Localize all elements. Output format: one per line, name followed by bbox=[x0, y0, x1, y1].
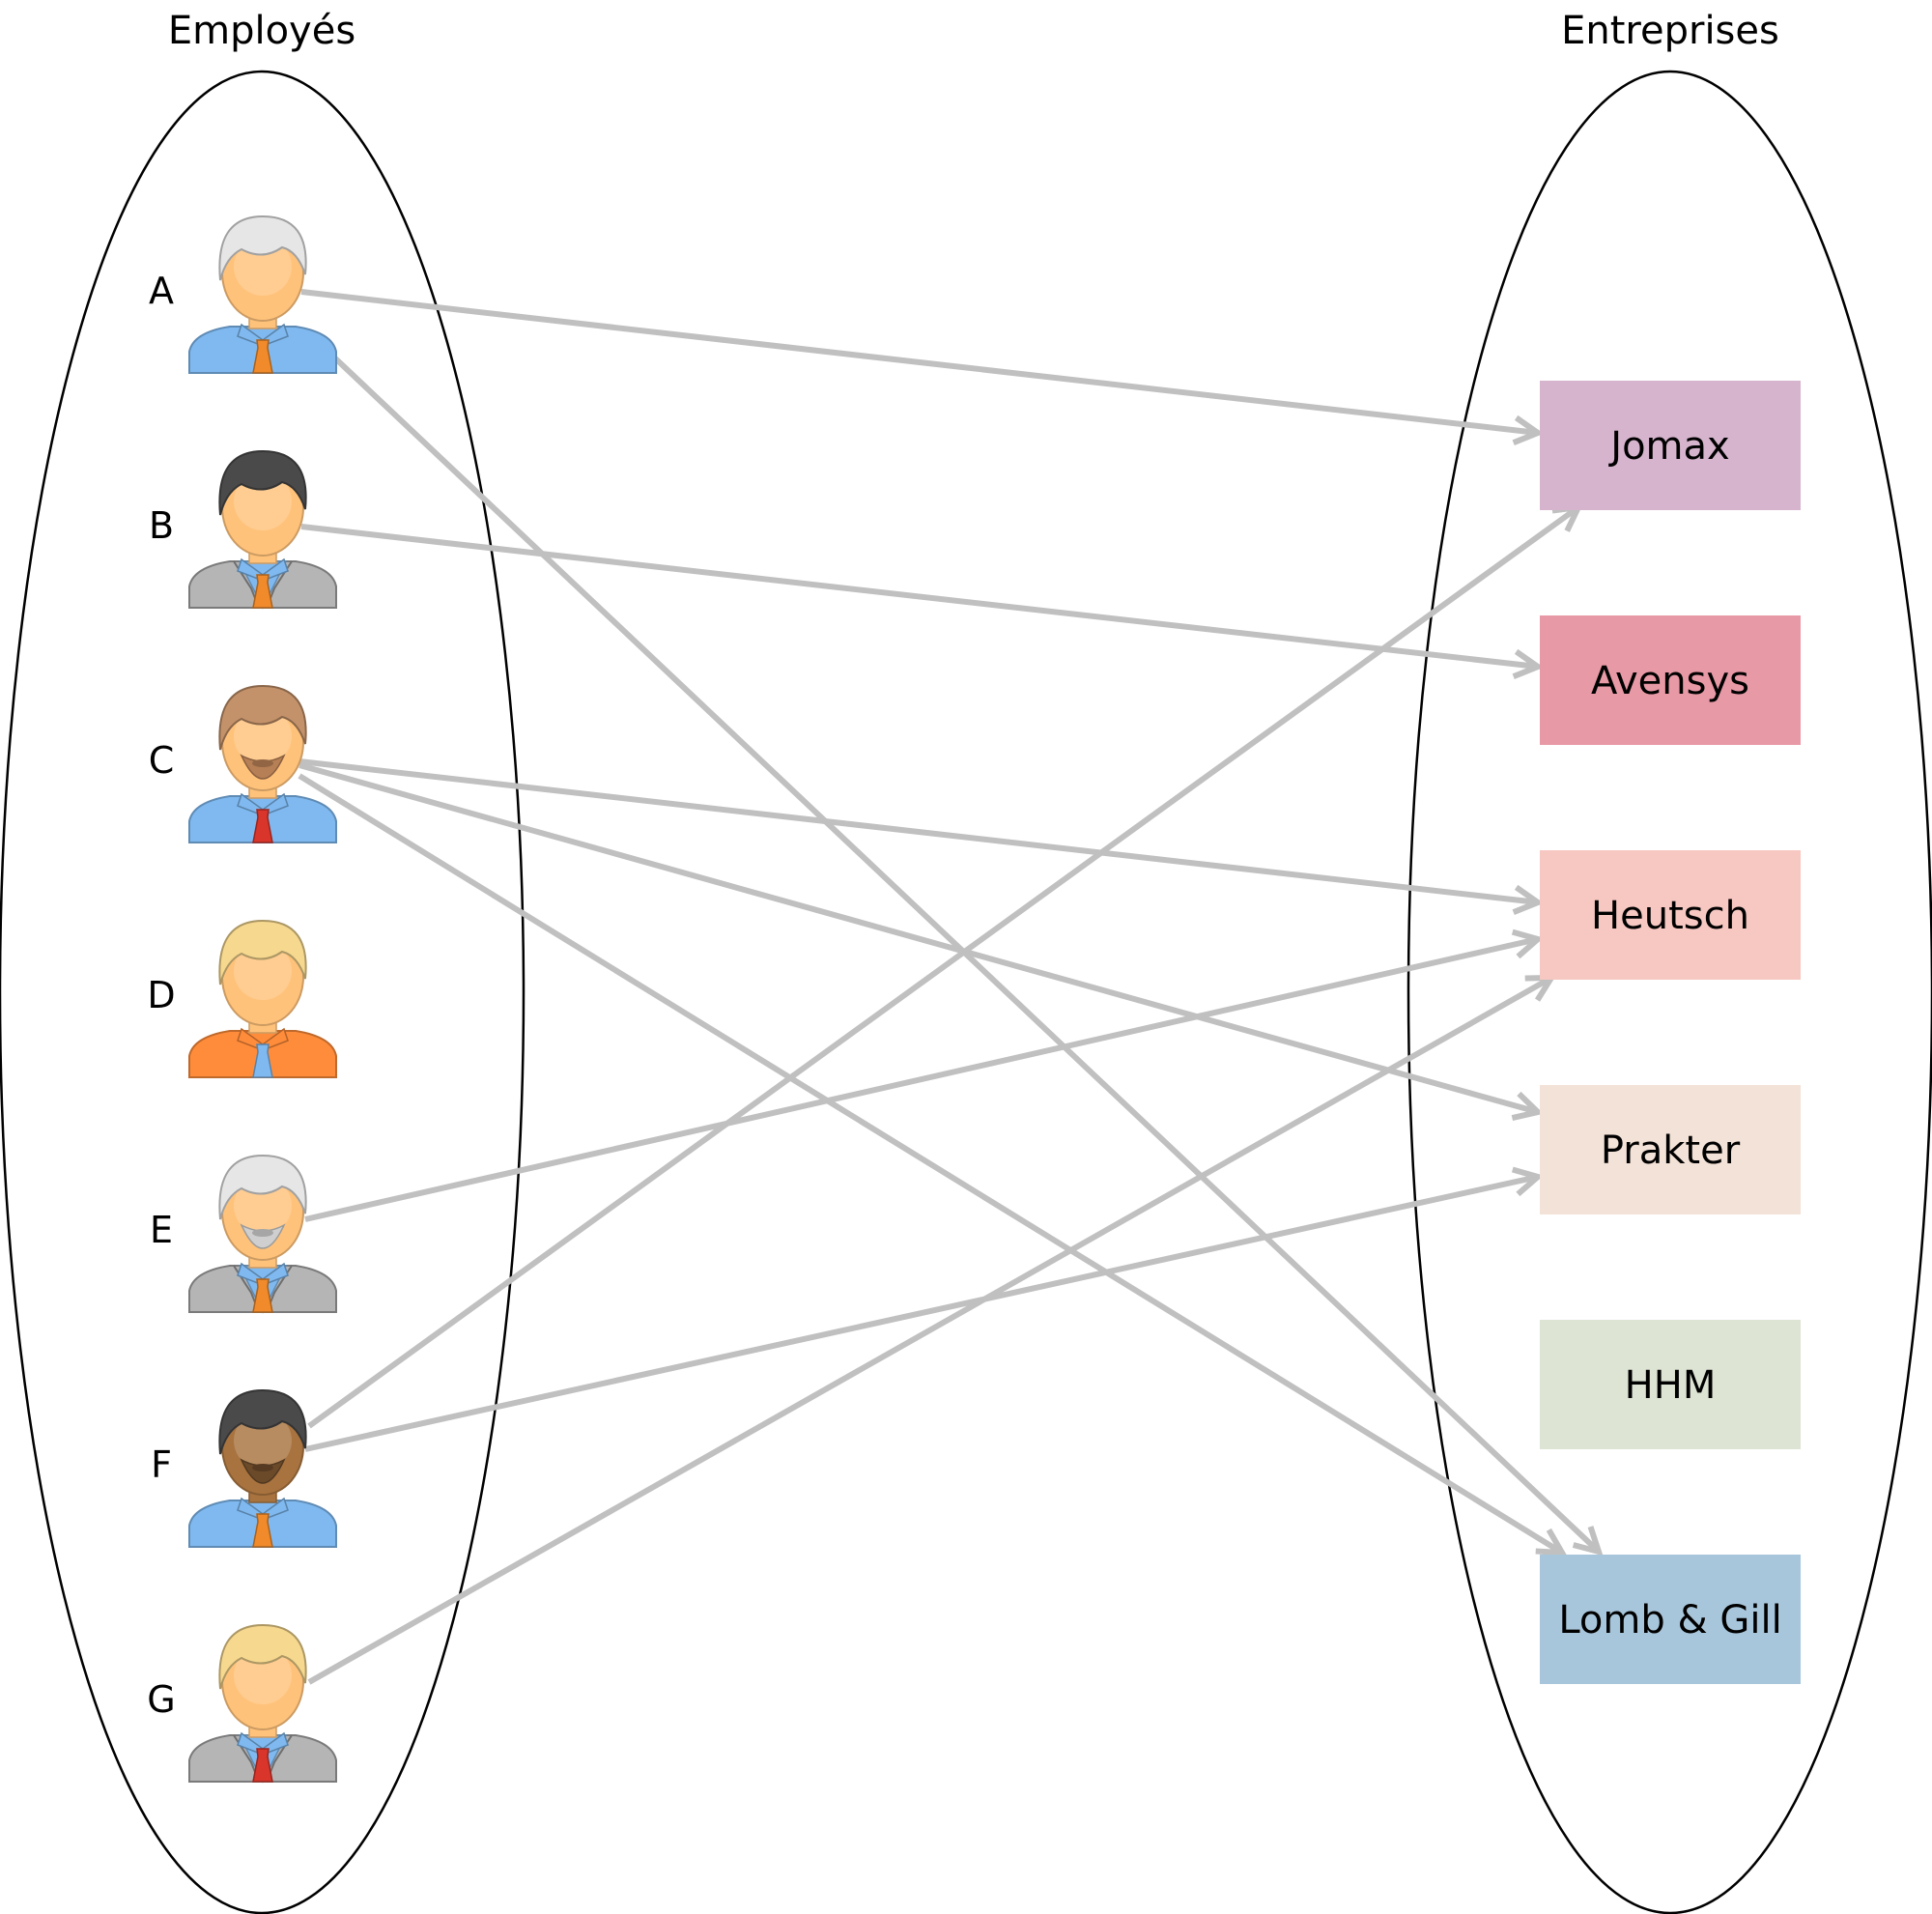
link-b-to-avensys bbox=[300, 524, 1545, 679]
link-line bbox=[298, 762, 1539, 1115]
companies-set-title: Entreprises bbox=[1561, 9, 1779, 53]
company-label: Lomb & Gill bbox=[1558, 1598, 1781, 1643]
link-line bbox=[300, 524, 1539, 670]
company-box bbox=[1540, 850, 1801, 980]
company-box bbox=[1540, 1320, 1801, 1449]
company-box bbox=[1540, 381, 1801, 510]
link-c-to-heutsch bbox=[298, 758, 1545, 915]
company-prakter: Prakter bbox=[1540, 1085, 1801, 1214]
person-avatar-icon bbox=[188, 684, 337, 843]
company-box bbox=[1540, 615, 1801, 745]
links-layer bbox=[298, 289, 1604, 1685]
employee-label: C bbox=[149, 739, 175, 782]
company-hhm: HHM bbox=[1540, 1320, 1801, 1449]
companies-set-ellipse bbox=[1406, 71, 1932, 1914]
employee-label: F bbox=[151, 1443, 172, 1486]
employee-a: A bbox=[149, 214, 337, 374]
employees-set-ellipse bbox=[0, 71, 526, 1914]
company-label: HHM bbox=[1625, 1363, 1717, 1408]
link-e-to-heutsch bbox=[304, 928, 1545, 1222]
company-box bbox=[1540, 1085, 1801, 1214]
employee-label: E bbox=[150, 1209, 173, 1251]
person-avatar-icon bbox=[188, 1388, 337, 1548]
arrowhead-icon bbox=[1512, 884, 1545, 915]
employee-e: E bbox=[150, 1154, 337, 1314]
company-label: Heutsch bbox=[1591, 894, 1749, 938]
arrowhead-icon bbox=[1512, 648, 1545, 679]
person-avatar-icon bbox=[188, 919, 337, 1078]
arrowhead-icon bbox=[1511, 1166, 1545, 1197]
employee-g: G bbox=[147, 1623, 337, 1784]
company-label: Prakter bbox=[1601, 1128, 1741, 1173]
link-c-to-lomb-gill bbox=[298, 773, 1568, 1557]
employee-c: C bbox=[149, 684, 337, 843]
employee-b: B bbox=[149, 449, 337, 610]
employee-label: A bbox=[149, 270, 174, 312]
link-line bbox=[298, 773, 1564, 1556]
person-avatar-icon bbox=[188, 1154, 337, 1314]
employee-d: D bbox=[147, 919, 337, 1078]
link-line bbox=[307, 504, 1580, 1429]
link-line bbox=[307, 975, 1553, 1685]
company-avensys: Avensys bbox=[1540, 615, 1801, 745]
arrowhead-icon bbox=[1512, 414, 1545, 445]
link-c-to-prakter bbox=[298, 762, 1545, 1121]
link-a-to-jomax bbox=[300, 289, 1545, 445]
link-line bbox=[304, 1174, 1539, 1452]
company-label: Avensys bbox=[1591, 659, 1749, 703]
company-jomax: Jomax bbox=[1540, 381, 1801, 510]
company-label: Jomax bbox=[1607, 424, 1729, 469]
arrowhead-icon bbox=[1511, 1091, 1545, 1121]
company-lomb-gill: Lomb & Gill bbox=[1540, 1555, 1801, 1684]
company-box bbox=[1540, 1555, 1801, 1684]
employee-f: F bbox=[151, 1388, 337, 1548]
employees-set-title: Employés bbox=[168, 9, 355, 53]
employee-label: G bbox=[147, 1678, 175, 1721]
person-avatar-icon bbox=[188, 449, 337, 610]
employee-label: B bbox=[149, 504, 174, 547]
arrowhead-icon bbox=[1511, 928, 1545, 959]
person-avatar-icon bbox=[188, 1623, 337, 1784]
arrowhead-icon bbox=[1535, 1528, 1568, 1557]
person-avatar-icon bbox=[188, 214, 337, 374]
link-line bbox=[300, 289, 1539, 436]
link-f-to-jomax bbox=[307, 503, 1584, 1429]
link-line bbox=[304, 936, 1539, 1222]
link-line bbox=[298, 758, 1539, 905]
company-heutsch: Heutsch bbox=[1540, 850, 1801, 980]
link-f-to-prakter bbox=[304, 1166, 1545, 1452]
employees-layer: A B C D E F G bbox=[147, 214, 337, 1784]
employee-label: D bbox=[147, 974, 175, 1016]
arrowhead-icon bbox=[1572, 1526, 1604, 1557]
